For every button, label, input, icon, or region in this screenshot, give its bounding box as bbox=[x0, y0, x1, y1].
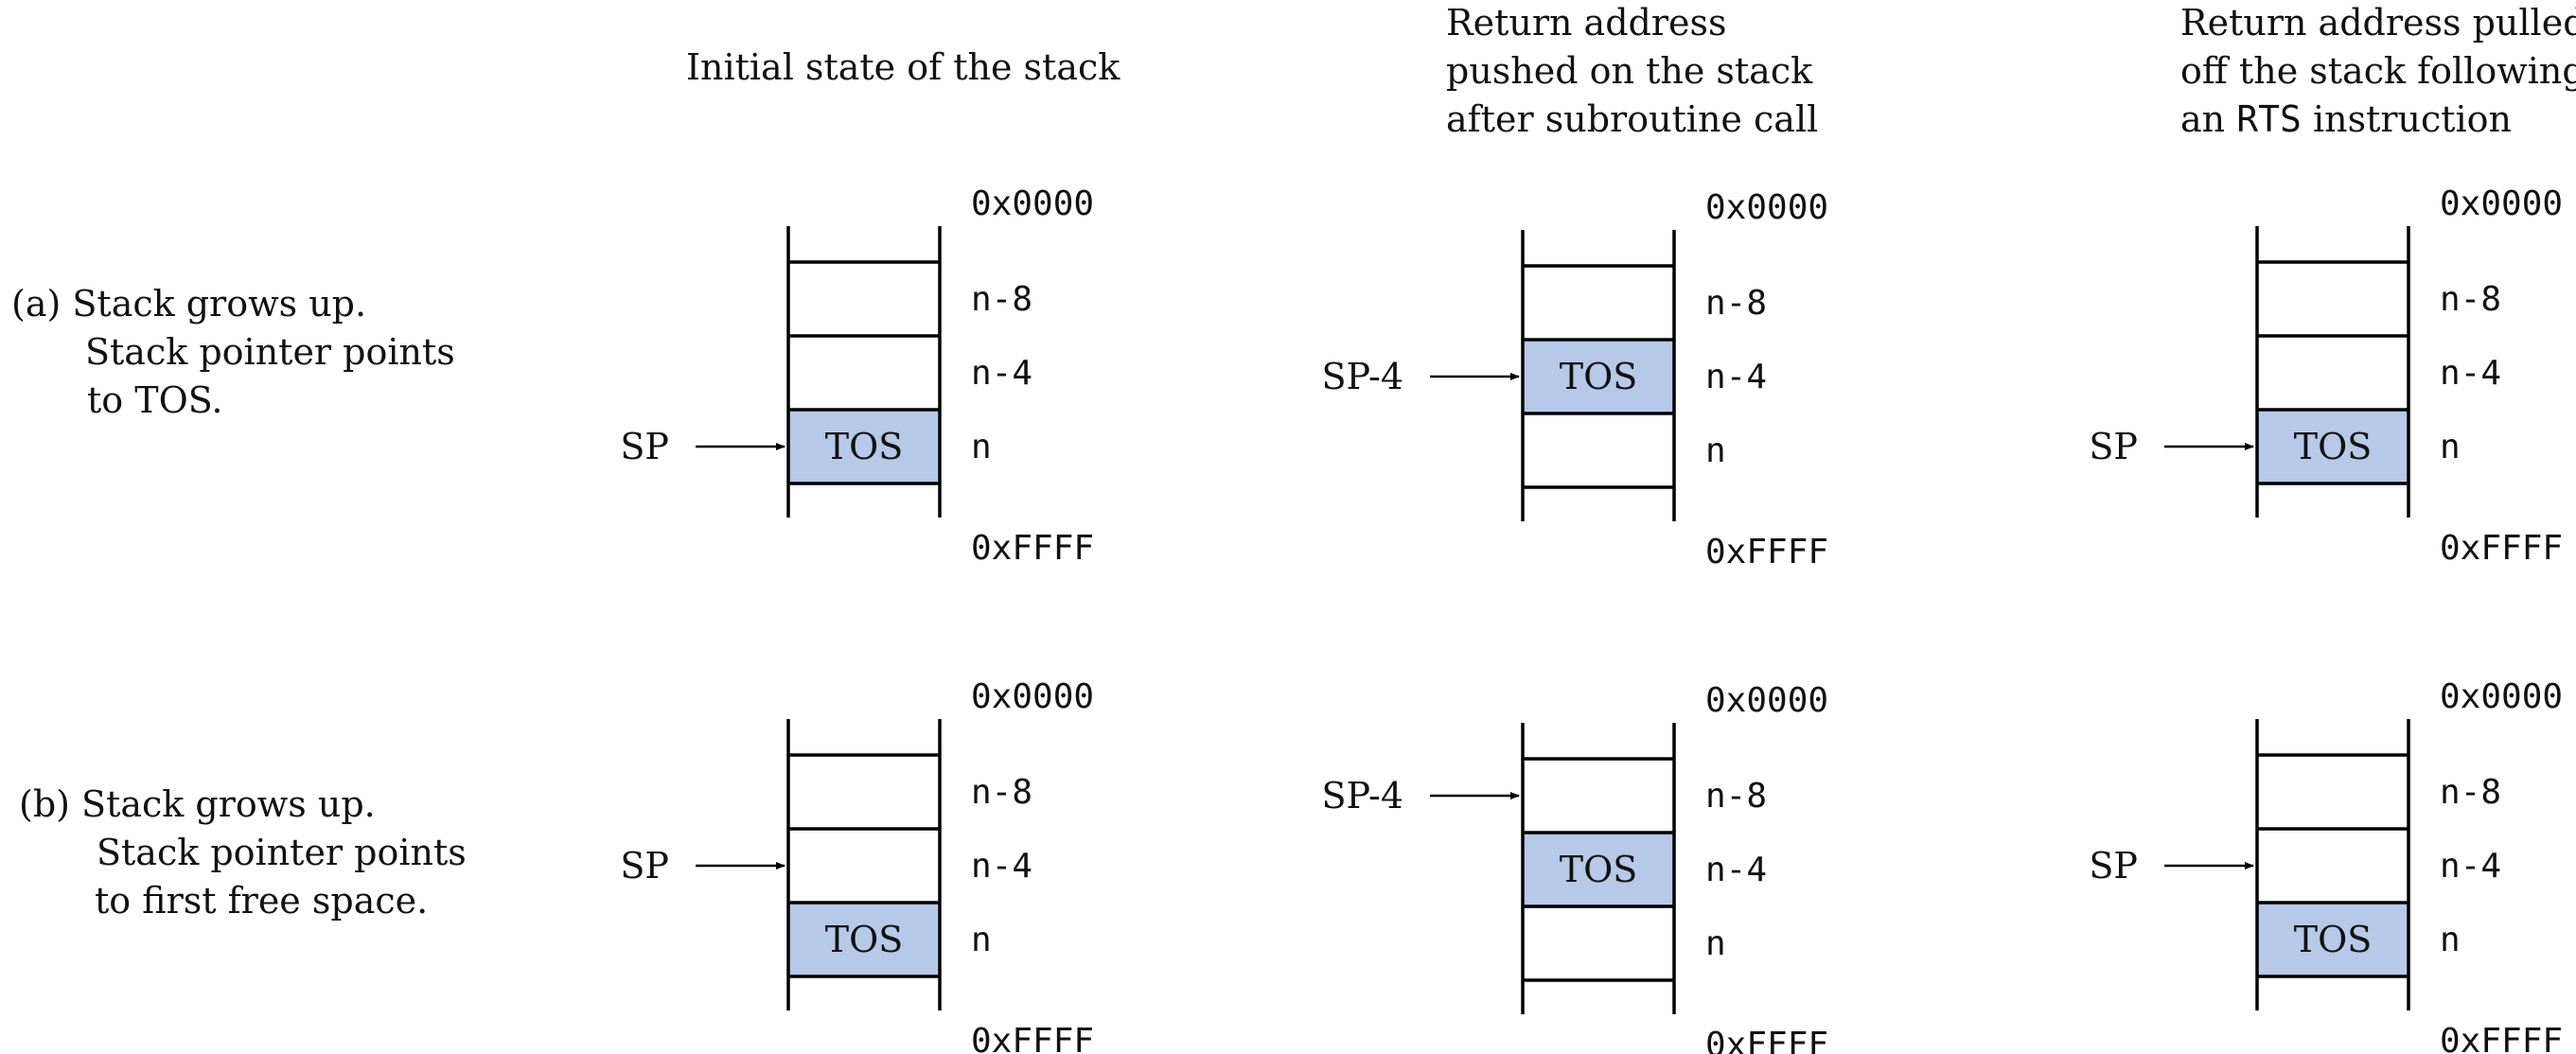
address-bottom: 0xFFFF bbox=[2440, 529, 2563, 568]
column-header-3-line-1: Return address pulled bbox=[2180, 2, 2576, 44]
address-top: 0x0000 bbox=[1705, 681, 1828, 720]
column-header-3-line-3: an RTS instruction bbox=[2180, 98, 2512, 140]
column-header-3-line-2: off the stack following bbox=[2180, 50, 2576, 92]
address-label: n bbox=[2440, 428, 2461, 466]
row-label-b-line-2: Stack pointer points bbox=[97, 832, 467, 873]
pointer-label: SP-4 bbox=[1321, 775, 1403, 817]
pointer-label: SP-4 bbox=[1321, 356, 1403, 397]
address-label: n bbox=[971, 428, 992, 466]
row-label-b-line-3: to first free space. bbox=[95, 880, 428, 922]
address-label: n-4 bbox=[2440, 847, 2501, 886]
tos-label: TOS bbox=[2294, 919, 2373, 960]
address-label: n-8 bbox=[1705, 284, 1767, 323]
pointer-label: SP bbox=[2089, 845, 2138, 887]
address-bottom: 0xFFFF bbox=[2440, 1022, 2563, 1054]
address-bottom: 0xFFFF bbox=[971, 1022, 1094, 1054]
column-header-2-line-1: Return address bbox=[1446, 2, 1727, 44]
address-label: n bbox=[971, 921, 992, 959]
pointer-label: SP bbox=[2089, 426, 2138, 467]
stack-panel-b-1: TOS 0x0000 n-8 n-4 n 0xFFFF SP bbox=[620, 677, 1094, 1054]
address-label: n bbox=[2440, 921, 2461, 959]
row-label-a-line-3: to TOS. bbox=[87, 379, 222, 421]
stack-panel-a-1: TOS 0x0000 n-8 n-4 n 0xFFFF SP bbox=[620, 184, 1094, 568]
address-label: n-4 bbox=[1705, 851, 1767, 889]
address-label: n bbox=[1705, 924, 1726, 963]
stack-panel-b-3: TOS 0x0000 n-8 n-4 n 0xFFFF SP bbox=[2089, 677, 2563, 1054]
address-top: 0x0000 bbox=[2440, 184, 2563, 223]
pointer-label: SP bbox=[620, 845, 669, 887]
tos-cell bbox=[788, 903, 940, 976]
address-label: n-4 bbox=[2440, 354, 2501, 393]
address-top: 0x0000 bbox=[971, 677, 1094, 716]
header-segment: instruction bbox=[2302, 98, 2512, 140]
column-header-1-line-1: Initial state of the stack bbox=[686, 46, 1120, 88]
stack-panel-b-2: TOS 0x0000 n-8 n-4 n 0xFFFF SP-4 bbox=[1321, 681, 1828, 1054]
header-segment: pushed on the stack bbox=[1446, 50, 1813, 92]
address-bottom: 0xFFFF bbox=[971, 529, 1094, 568]
column-header-2-line-3: after subroutine call bbox=[1446, 98, 1818, 140]
row-label-b-line-1: (b) Stack grows up. bbox=[19, 783, 376, 825]
address-label: n-8 bbox=[971, 773, 1032, 812]
tos-label: TOS bbox=[825, 919, 904, 960]
tos-label: TOS bbox=[1560, 849, 1638, 890]
stack-panel-a-2: TOS 0x0000 n-8 n-4 n 0xFFFF SP-4 bbox=[1321, 188, 1828, 571]
address-top: 0x0000 bbox=[971, 184, 1094, 223]
tos-label: TOS bbox=[2294, 426, 2373, 467]
address-label: n-8 bbox=[971, 280, 1032, 319]
pointer-label: SP bbox=[620, 426, 669, 467]
header-segment: an bbox=[2180, 98, 2236, 140]
tos-cell bbox=[1523, 340, 1674, 413]
address-top: 0x0000 bbox=[2440, 677, 2563, 716]
address-bottom: 0xFFFF bbox=[1705, 533, 1828, 571]
tos-cell bbox=[1523, 833, 1674, 906]
row-label-a-line-1: (a) Stack grows up. bbox=[11, 283, 366, 325]
address-label: n-4 bbox=[971, 847, 1032, 886]
tos-cell bbox=[788, 410, 940, 483]
stack-panel-a-3: TOS 0x0000 n-8 n-4 n 0xFFFF SP bbox=[2089, 184, 2563, 568]
address-bottom: 0xFFFF bbox=[1705, 1026, 1828, 1054]
address-label: n-8 bbox=[1705, 777, 1767, 816]
address-top: 0x0000 bbox=[1705, 188, 1828, 227]
header-segment: RTS bbox=[2236, 98, 2302, 140]
address-label: n-4 bbox=[971, 354, 1032, 393]
row-label-a-line-2: Stack pointer points bbox=[85, 331, 455, 373]
header-segment: after subroutine call bbox=[1446, 98, 1818, 140]
address-label: n bbox=[1705, 431, 1726, 470]
tos-cell bbox=[2257, 410, 2408, 483]
tos-label: TOS bbox=[825, 426, 904, 467]
header-segment: Initial state of the stack bbox=[686, 46, 1120, 88]
address-label: n-4 bbox=[1705, 358, 1767, 396]
header-segment: Return address pulled bbox=[2180, 2, 2576, 44]
header-segment: Return address bbox=[1446, 2, 1727, 44]
address-label: n-8 bbox=[2440, 773, 2501, 812]
tos-cell bbox=[2257, 903, 2408, 976]
tos-label: TOS bbox=[1560, 356, 1638, 397]
column-header-2-line-2: pushed on the stack bbox=[1446, 50, 1813, 92]
header-segment: off the stack following bbox=[2180, 50, 2576, 92]
address-label: n-8 bbox=[2440, 280, 2501, 319]
